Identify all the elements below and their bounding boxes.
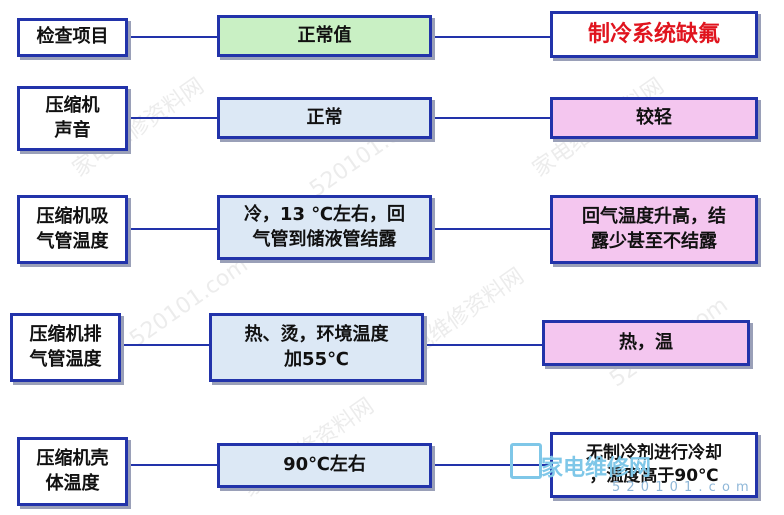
item-discharge-pipe-temp: 压缩机排 气管温度	[10, 313, 121, 382]
fault-shell-temp: 无制冷剂进行冷却 ，温度高于90℃	[550, 432, 758, 498]
normal-discharge-pipe-temp: 热、烫，环境温度 加55℃	[209, 313, 424, 382]
normal-compressor-sound: 正常	[217, 97, 432, 139]
fault-compressor-sound: 较轻	[550, 97, 758, 139]
logo-url: 5 2 0 1 0 1 . c o m	[612, 480, 750, 495]
fault-suction-pipe-temp: 回气温度升高，结 露少甚至不结露	[550, 195, 758, 264]
header-normal-value: 正常值	[217, 15, 432, 57]
item-shell-temp: 压缩机壳 体温度	[17, 437, 128, 506]
normal-shell-temp: 90℃左右	[217, 443, 432, 488]
header-fault-condition: 制冷系统缺氟	[550, 11, 758, 58]
site-logo-icon	[510, 443, 542, 479]
fault-discharge-pipe-temp: 热，温	[542, 320, 750, 366]
normal-suction-pipe-temp: 冷，13 ℃左右，回 气管到储液管结露	[217, 195, 432, 260]
item-compressor-sound: 压缩机 声音	[17, 86, 128, 151]
item-suction-pipe-temp: 压缩机吸 气管温度	[17, 195, 128, 264]
header-item-label: 检查项目	[17, 18, 128, 57]
logo-text: 家电维修网	[541, 456, 652, 481]
